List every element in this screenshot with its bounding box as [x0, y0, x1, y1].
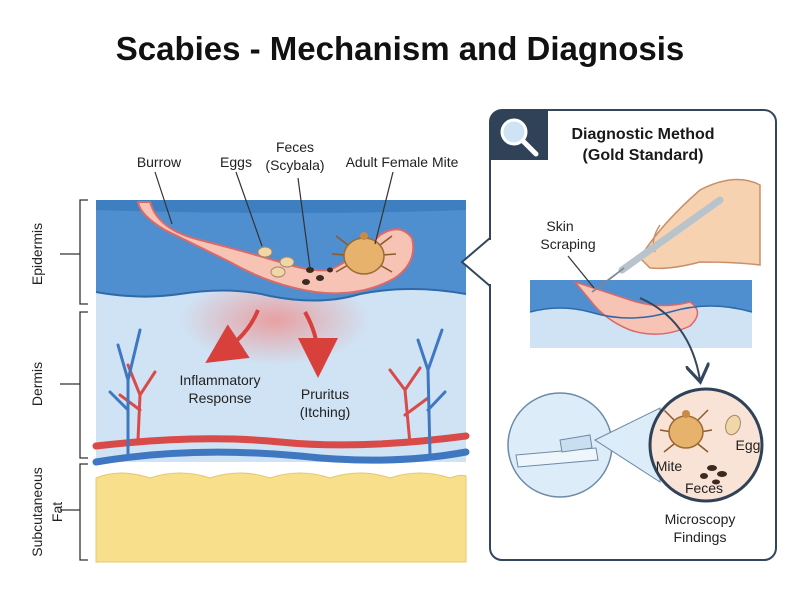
label-micro-egg: Egg: [736, 437, 761, 453]
panel-title-line2: (Gold Standard): [583, 147, 704, 164]
label-epidermis: Epidermis: [29, 223, 45, 285]
vein-branch-left: [108, 328, 142, 457]
label-scybala: (Scybala): [265, 157, 324, 173]
epidermis-surface: [96, 200, 466, 213]
subcutaneous-fat-layer: [95, 472, 467, 563]
diagnostic-panel: Diagnostic Method (Gold Standard) Skin S…: [460, 109, 777, 561]
microscopy-view: [648, 387, 764, 503]
microscopy-feces: [700, 465, 727, 485]
scalpel-handle: [618, 196, 724, 274]
feces-in-burrow: [302, 267, 333, 285]
vein: [92, 448, 470, 466]
label-inflammatory: Inflammatory: [180, 372, 261, 388]
egg: [270, 266, 286, 278]
label-adult-female-mite: Adult Female Mite: [346, 154, 459, 170]
vein-branch-right: [416, 328, 447, 457]
microscopy-egg: [725, 414, 741, 436]
label-micro-mite: Mite: [656, 458, 683, 474]
feces-pellet: [306, 267, 314, 273]
blood-vessels: [92, 328, 470, 466]
label-dermis: Dermis: [29, 362, 45, 406]
egg: [279, 256, 295, 268]
hand-with-scalpel: [591, 178, 761, 293]
artery-branch-left: [118, 363, 157, 442]
label-burrow: Burrow: [137, 154, 182, 170]
callout-skin-scraping: [567, 255, 595, 289]
scraping-skin-strip: [529, 280, 753, 348]
epidermis-dermis-boundary: [95, 288, 467, 302]
panel-title-line1: Diagnostic Method: [571, 126, 714, 143]
feces-pellet: [327, 267, 333, 273]
artery: [92, 432, 470, 450]
label-micro-feces: Feces: [685, 480, 723, 496]
label-scraping: Scraping: [540, 236, 595, 252]
page-title: Scabies - Mechanism and Diagnosis: [115, 30, 685, 67]
feces-pellet: [316, 275, 324, 281]
label-findings: Findings: [674, 529, 727, 545]
eggs-in-burrow: [257, 246, 295, 278]
callout-lines: [154, 171, 394, 269]
panel-pointer-cover: [489, 240, 493, 284]
label-microscopy: Microscopy: [665, 511, 736, 527]
pruritus-arrow: [297, 311, 338, 378]
artery-branch-right: [388, 366, 430, 446]
skin-cross-section: [92, 200, 470, 563]
microscopy-mite: [659, 409, 713, 453]
layer-brackets: [60, 199, 88, 561]
burrow-tunnel: [136, 201, 415, 295]
scalpel-blade: [591, 267, 625, 293]
label-skin: Skin: [546, 218, 573, 234]
to-microscopy-arrow: [639, 297, 700, 380]
feces-pellet: [302, 279, 310, 285]
label-itching: (Itching): [300, 404, 351, 420]
panel-pointer: [460, 235, 491, 289]
label-feces: Feces: [276, 139, 314, 155]
magnifier-icon: [500, 118, 539, 157]
label-eggs: Eggs: [220, 154, 252, 170]
egg: [257, 246, 273, 258]
label-subcutaneous: Subcutaneous: [29, 467, 45, 557]
label-response: Response: [188, 390, 251, 406]
adult-female-mite: [331, 232, 397, 275]
slide-view: [507, 392, 613, 498]
label-pruritus: Pruritus: [301, 386, 349, 402]
label-fat: Fat: [49, 502, 65, 522]
inflammatory-arrow: [205, 309, 260, 363]
